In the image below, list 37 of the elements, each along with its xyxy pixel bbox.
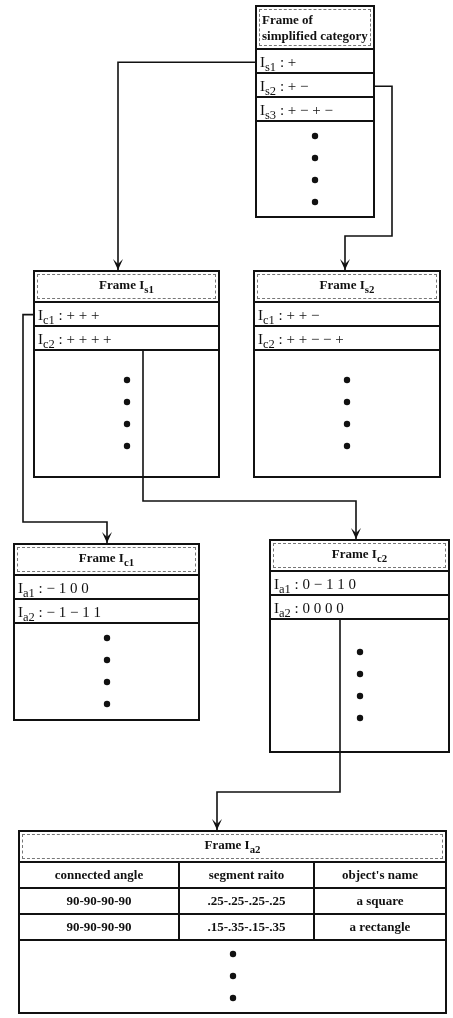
- frame-title: Frame of simplified category: [259, 9, 371, 47]
- frame-box: [33, 270, 220, 478]
- slot-row: I$_{c2}$ : + + − − +: [255, 326, 439, 351]
- arrow: [340, 85, 393, 271]
- table-cell: a rectangle: [315, 914, 445, 941]
- arrow: [142, 349, 361, 540]
- frame-title: Frame I$_{a2}$: [22, 834, 443, 859]
- frame-box: [253, 270, 441, 478]
- slot-row: I$_{c1}$ : + + −: [255, 302, 439, 327]
- arrow: [22, 313, 112, 544]
- frame-box: [255, 5, 375, 218]
- frame-box: [269, 539, 450, 753]
- arrow: [212, 618, 341, 831]
- table-cell: a square: [315, 888, 445, 915]
- table-cell: object's name: [315, 862, 445, 889]
- table-cell: segment raito: [180, 862, 315, 889]
- slot-row: I$_{c2}$ : + + + +: [35, 326, 218, 351]
- table-cell: 90-90-90-90: [20, 888, 180, 915]
- frame-box: [13, 543, 200, 721]
- frame-title: Frame I$_{c2}$: [273, 543, 446, 568]
- slot-row: I$_{a2}$ : − 1 − 1 1: [15, 599, 198, 624]
- slot-row: I$_{a1}$ : 0 − 1 1 0: [271, 571, 448, 596]
- slot-row: I$_{a1}$ : − 1 0 0: [15, 575, 198, 600]
- table-cell: .15-.35-.15-.35: [180, 914, 315, 941]
- table-cell: 90-90-90-90: [20, 914, 180, 941]
- arrow: [113, 61, 258, 271]
- slot-row: I$_{c1}$ : + + +: [35, 302, 218, 327]
- table-cell: .25-.25-.25-.25: [180, 888, 315, 915]
- table-cell: connected angle: [20, 862, 180, 889]
- slot-row: I$_{a2}$ : 0 0 0 0: [271, 595, 448, 620]
- slot-row: I$_{s3}$ : + − + −: [257, 98, 373, 123]
- slot-row: I$_{s2}$ : + −: [257, 74, 373, 99]
- frame-title: Frame I$_{s1}$: [37, 274, 216, 299]
- frame-title: Frame I$_{c1}$: [17, 547, 196, 572]
- slot-row: I$_{s1}$ : +: [257, 50, 373, 75]
- frame-title: Frame I$_{s2}$: [257, 274, 437, 299]
- frame-box: [18, 830, 447, 1014]
